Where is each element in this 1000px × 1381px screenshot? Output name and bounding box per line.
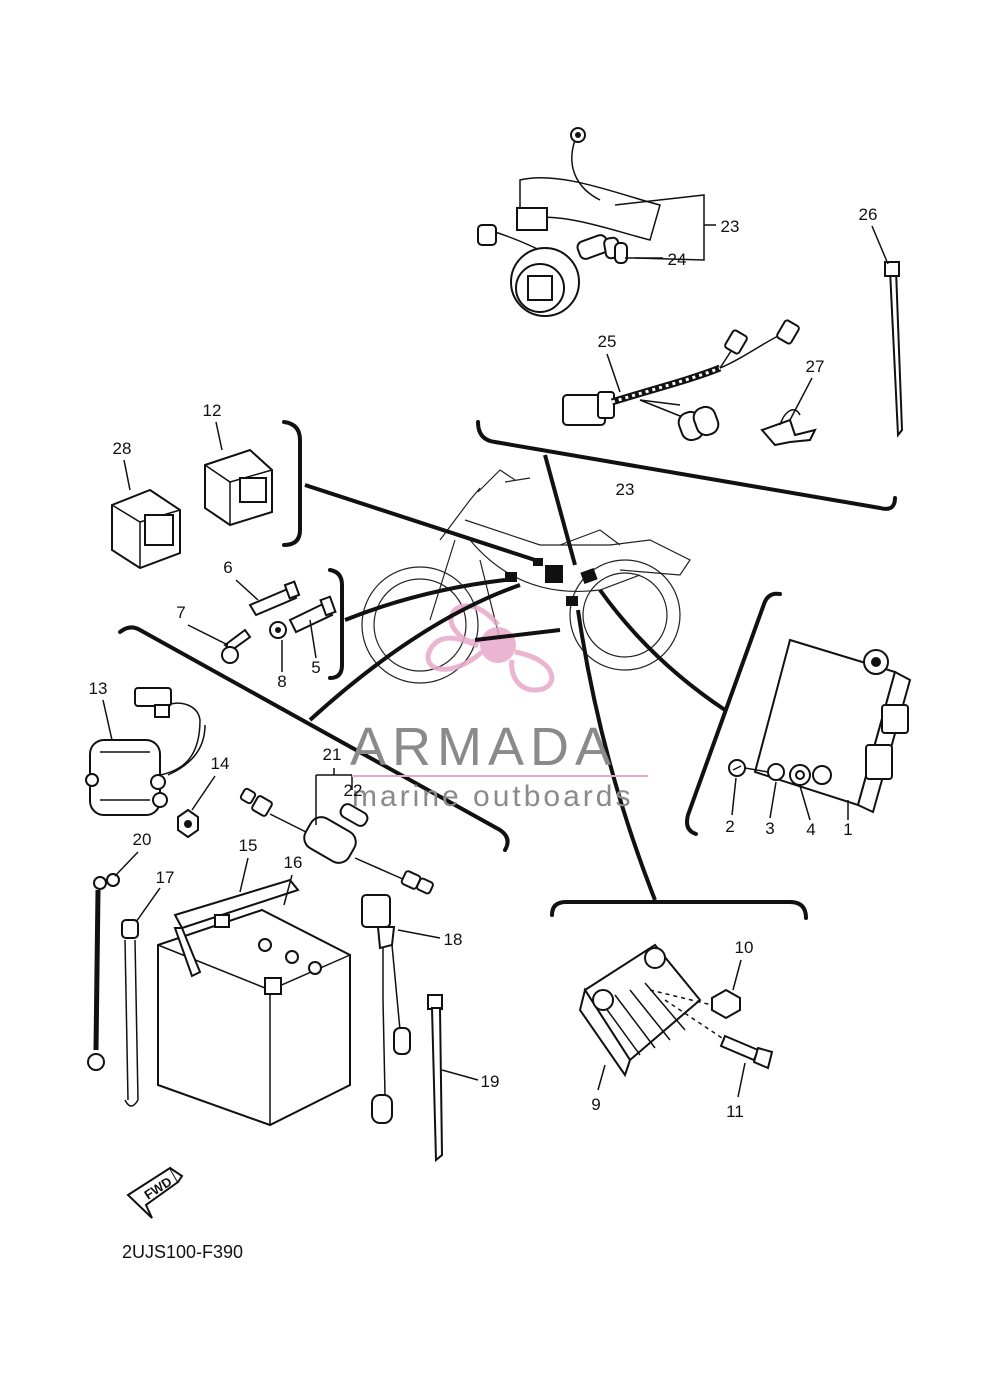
callout-c25: 25	[598, 332, 617, 351]
sub-wire-harness	[562, 319, 800, 442]
callout-c7: 7	[176, 603, 185, 622]
relay-28	[111, 459, 181, 570]
battery-15-16	[157, 857, 351, 1127]
relay-12	[204, 421, 273, 527]
callout-c21: 21	[323, 745, 342, 764]
nut-14	[177, 775, 216, 839]
callout-c8: 8	[277, 672, 286, 691]
diagram-code: 2UJS100-F390	[122, 1242, 243, 1262]
leader-lines	[304, 454, 727, 901]
callout-c27: 27	[806, 357, 825, 376]
ecu-assembly	[728, 638, 912, 821]
rectifier-9-10-11	[578, 943, 774, 1098]
callout-c15: 15	[239, 836, 258, 855]
cable-tie-26	[871, 225, 904, 438]
callout-c10: 10	[735, 938, 754, 957]
callout-c22: 22	[344, 781, 363, 800]
watermark-tagline: marine outboards	[352, 780, 633, 813]
watermark-text: ARMADA marine outboards	[350, 717, 648, 813]
callout-c3: 3	[765, 819, 774, 838]
callout-c16: 16	[284, 853, 303, 872]
callout-c20: 20	[133, 830, 152, 849]
watermark-brand: ARMADA	[350, 717, 617, 777]
clamp-27	[760, 377, 817, 447]
cables-20-17	[87, 851, 161, 1107]
callout-c4: 4	[806, 820, 815, 839]
callout-c23b: 23	[616, 480, 635, 499]
motorcycle-silhouette	[361, 469, 691, 684]
wire-harness-assembly	[477, 127, 716, 317]
callout-c28: 28	[113, 439, 132, 458]
starter-relay-13	[85, 687, 206, 816]
callout-c6: 6	[223, 558, 232, 577]
callout-c14: 14	[211, 754, 230, 773]
callout-c26: 26	[859, 205, 878, 224]
callout-c23a: 23	[721, 217, 740, 236]
callout-c24: 24	[668, 250, 687, 269]
sensor-21-22	[239, 768, 434, 895]
callout-c18: 18	[444, 930, 463, 949]
callout-c19: 19	[481, 1072, 500, 1091]
callout-c13: 13	[89, 679, 108, 698]
callout-c12: 12	[203, 401, 222, 420]
fwd-arrow-icon: FWD	[126, 1166, 184, 1219]
callout-c5: 5	[311, 658, 320, 677]
callout-c1: 1	[843, 820, 852, 839]
callout-c11: 11	[726, 1102, 744, 1121]
group-brackets	[118, 420, 897, 920]
cable-tie-19	[427, 994, 479, 1163]
sensor-lead-18	[361, 894, 441, 1124]
callout-c17: 17	[156, 868, 175, 887]
callout-c9: 9	[591, 1095, 600, 1114]
callout-c2: 2	[725, 817, 734, 836]
fittings-5-6-7-8	[187, 579, 337, 672]
bike-part-markers	[505, 558, 598, 606]
